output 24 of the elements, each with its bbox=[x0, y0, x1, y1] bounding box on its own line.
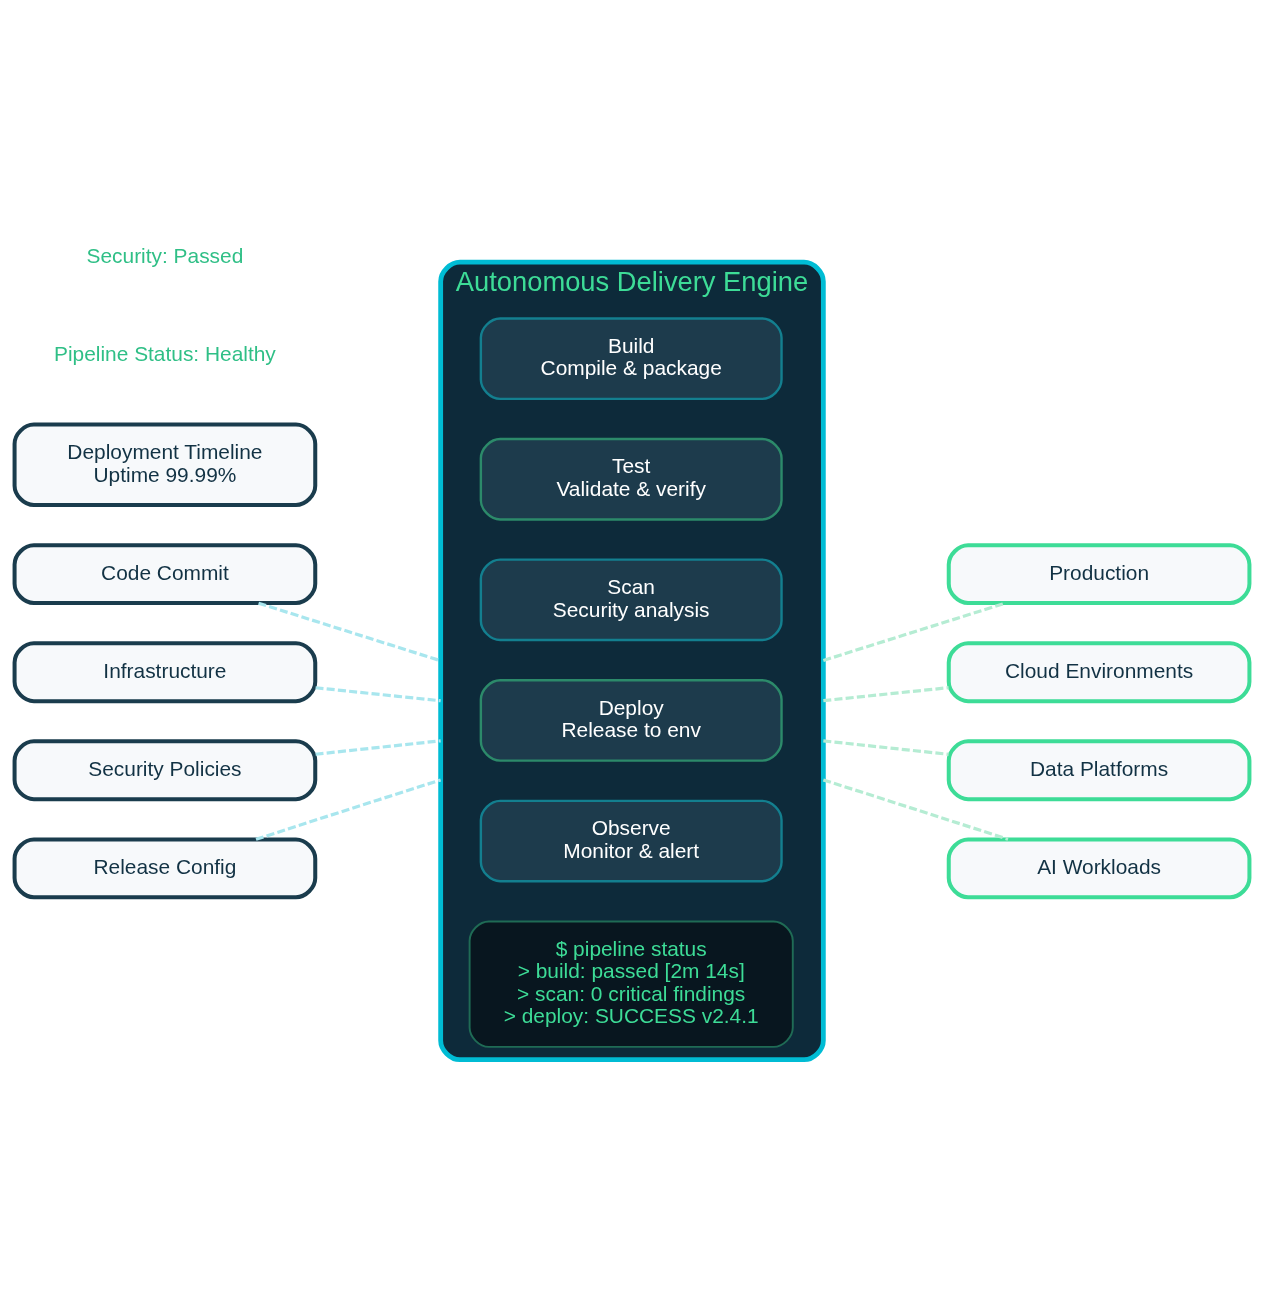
connector bbox=[822, 777, 1009, 841]
node-box: Scan Security analysis bbox=[479, 557, 783, 641]
node-box: Deploy Release to env bbox=[479, 678, 783, 762]
connector bbox=[823, 685, 949, 702]
node-box: Cloud Environments bbox=[946, 640, 1252, 703]
node-box: $ pipeline status > build: passed [2m 14s] > scan: 0 critical findings > deploy: SUCCESS v2.4.1 bbox=[468, 919, 794, 1048]
label: Pipeline Status: Healthy bbox=[54, 341, 276, 365]
node-box: Security Policies bbox=[12, 738, 318, 801]
label: Security: Passed bbox=[86, 243, 244, 267]
node-box: Data Platforms bbox=[946, 738, 1252, 801]
node-box: AI Workloads bbox=[946, 836, 1252, 899]
connector bbox=[315, 685, 441, 702]
node-box: Infrastructure bbox=[12, 640, 318, 703]
node-box: Build Compile & package bbox=[479, 316, 783, 400]
node-box: Code Commit bbox=[12, 542, 318, 605]
node-box: Deployment Timeline Uptime 99.99% bbox=[12, 422, 318, 507]
connector bbox=[822, 601, 1006, 662]
connector bbox=[823, 738, 949, 756]
node-box: Observe Monitor & alert bbox=[479, 799, 783, 882]
node-box: Release Config bbox=[12, 836, 318, 899]
node-box: Test Validate & verify bbox=[479, 437, 783, 521]
node-box: Production bbox=[946, 542, 1252, 605]
connector bbox=[255, 777, 442, 841]
connector bbox=[315, 738, 441, 756]
